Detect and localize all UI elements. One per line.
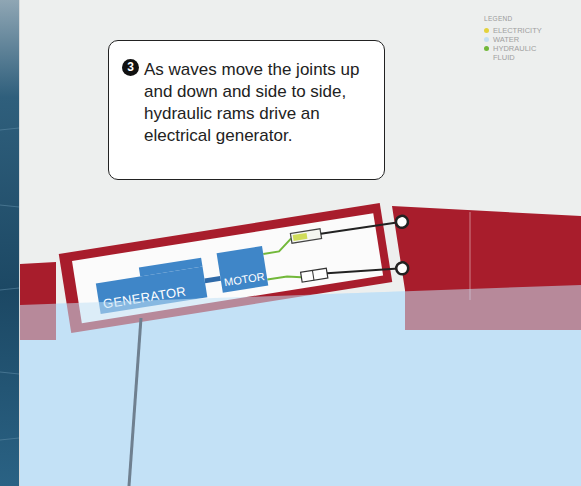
hydraulic-ram (301, 268, 328, 282)
ocean-streak (0, 128, 19, 130)
legend-swatch (484, 46, 489, 51)
ocean-photo (0, 0, 19, 486)
hydraulic-ram (290, 229, 321, 244)
motor-box: MOTOR (217, 246, 269, 293)
hull-segment-left (20, 262, 56, 340)
ram-rod (327, 261, 402, 280)
legend-label: ELECTRICITY (493, 26, 545, 35)
ram-piston (312, 270, 314, 280)
hydraulic-line (262, 238, 293, 254)
callout-number: 3 (122, 59, 139, 76)
legend: ELECTRICITYWATERHYDRAULIC FLUID (484, 26, 574, 62)
ocean-streak (0, 288, 19, 290)
ram-rod (321, 221, 402, 235)
joint-pin (395, 215, 409, 229)
legend-entry: ELECTRICITY (484, 26, 574, 35)
legend-label: HYDRAULIC FLUID (493, 44, 545, 62)
water-surface (20, 285, 581, 486)
node-label: MOTOR (223, 270, 265, 288)
ram-fluid (293, 233, 308, 241)
ocean-streak (0, 438, 19, 440)
node-label: As waves move the joints up and down and… (144, 59, 376, 147)
hull-segment-right (392, 206, 581, 330)
drive-shaft (205, 278, 221, 281)
mooring-line (129, 318, 141, 486)
ocean-streak (0, 205, 19, 207)
legend-swatch (484, 28, 489, 33)
legend-swatch (484, 37, 489, 42)
hydraulic-line (267, 274, 301, 282)
legend-entry: WATER (484, 35, 574, 44)
joint-pin (395, 261, 409, 275)
legend-label: WATER (493, 35, 545, 44)
callout-box: As waves move the joints up and down and… (108, 40, 385, 180)
legend-entry: HYDRAULIC FLUID (484, 44, 574, 62)
ocean-streaks (0, 128, 19, 440)
photo-edge (19, 0, 20, 486)
ocean-streak (0, 372, 19, 374)
segment-seam (470, 212, 471, 300)
legend-title: LEGEND (484, 15, 513, 22)
